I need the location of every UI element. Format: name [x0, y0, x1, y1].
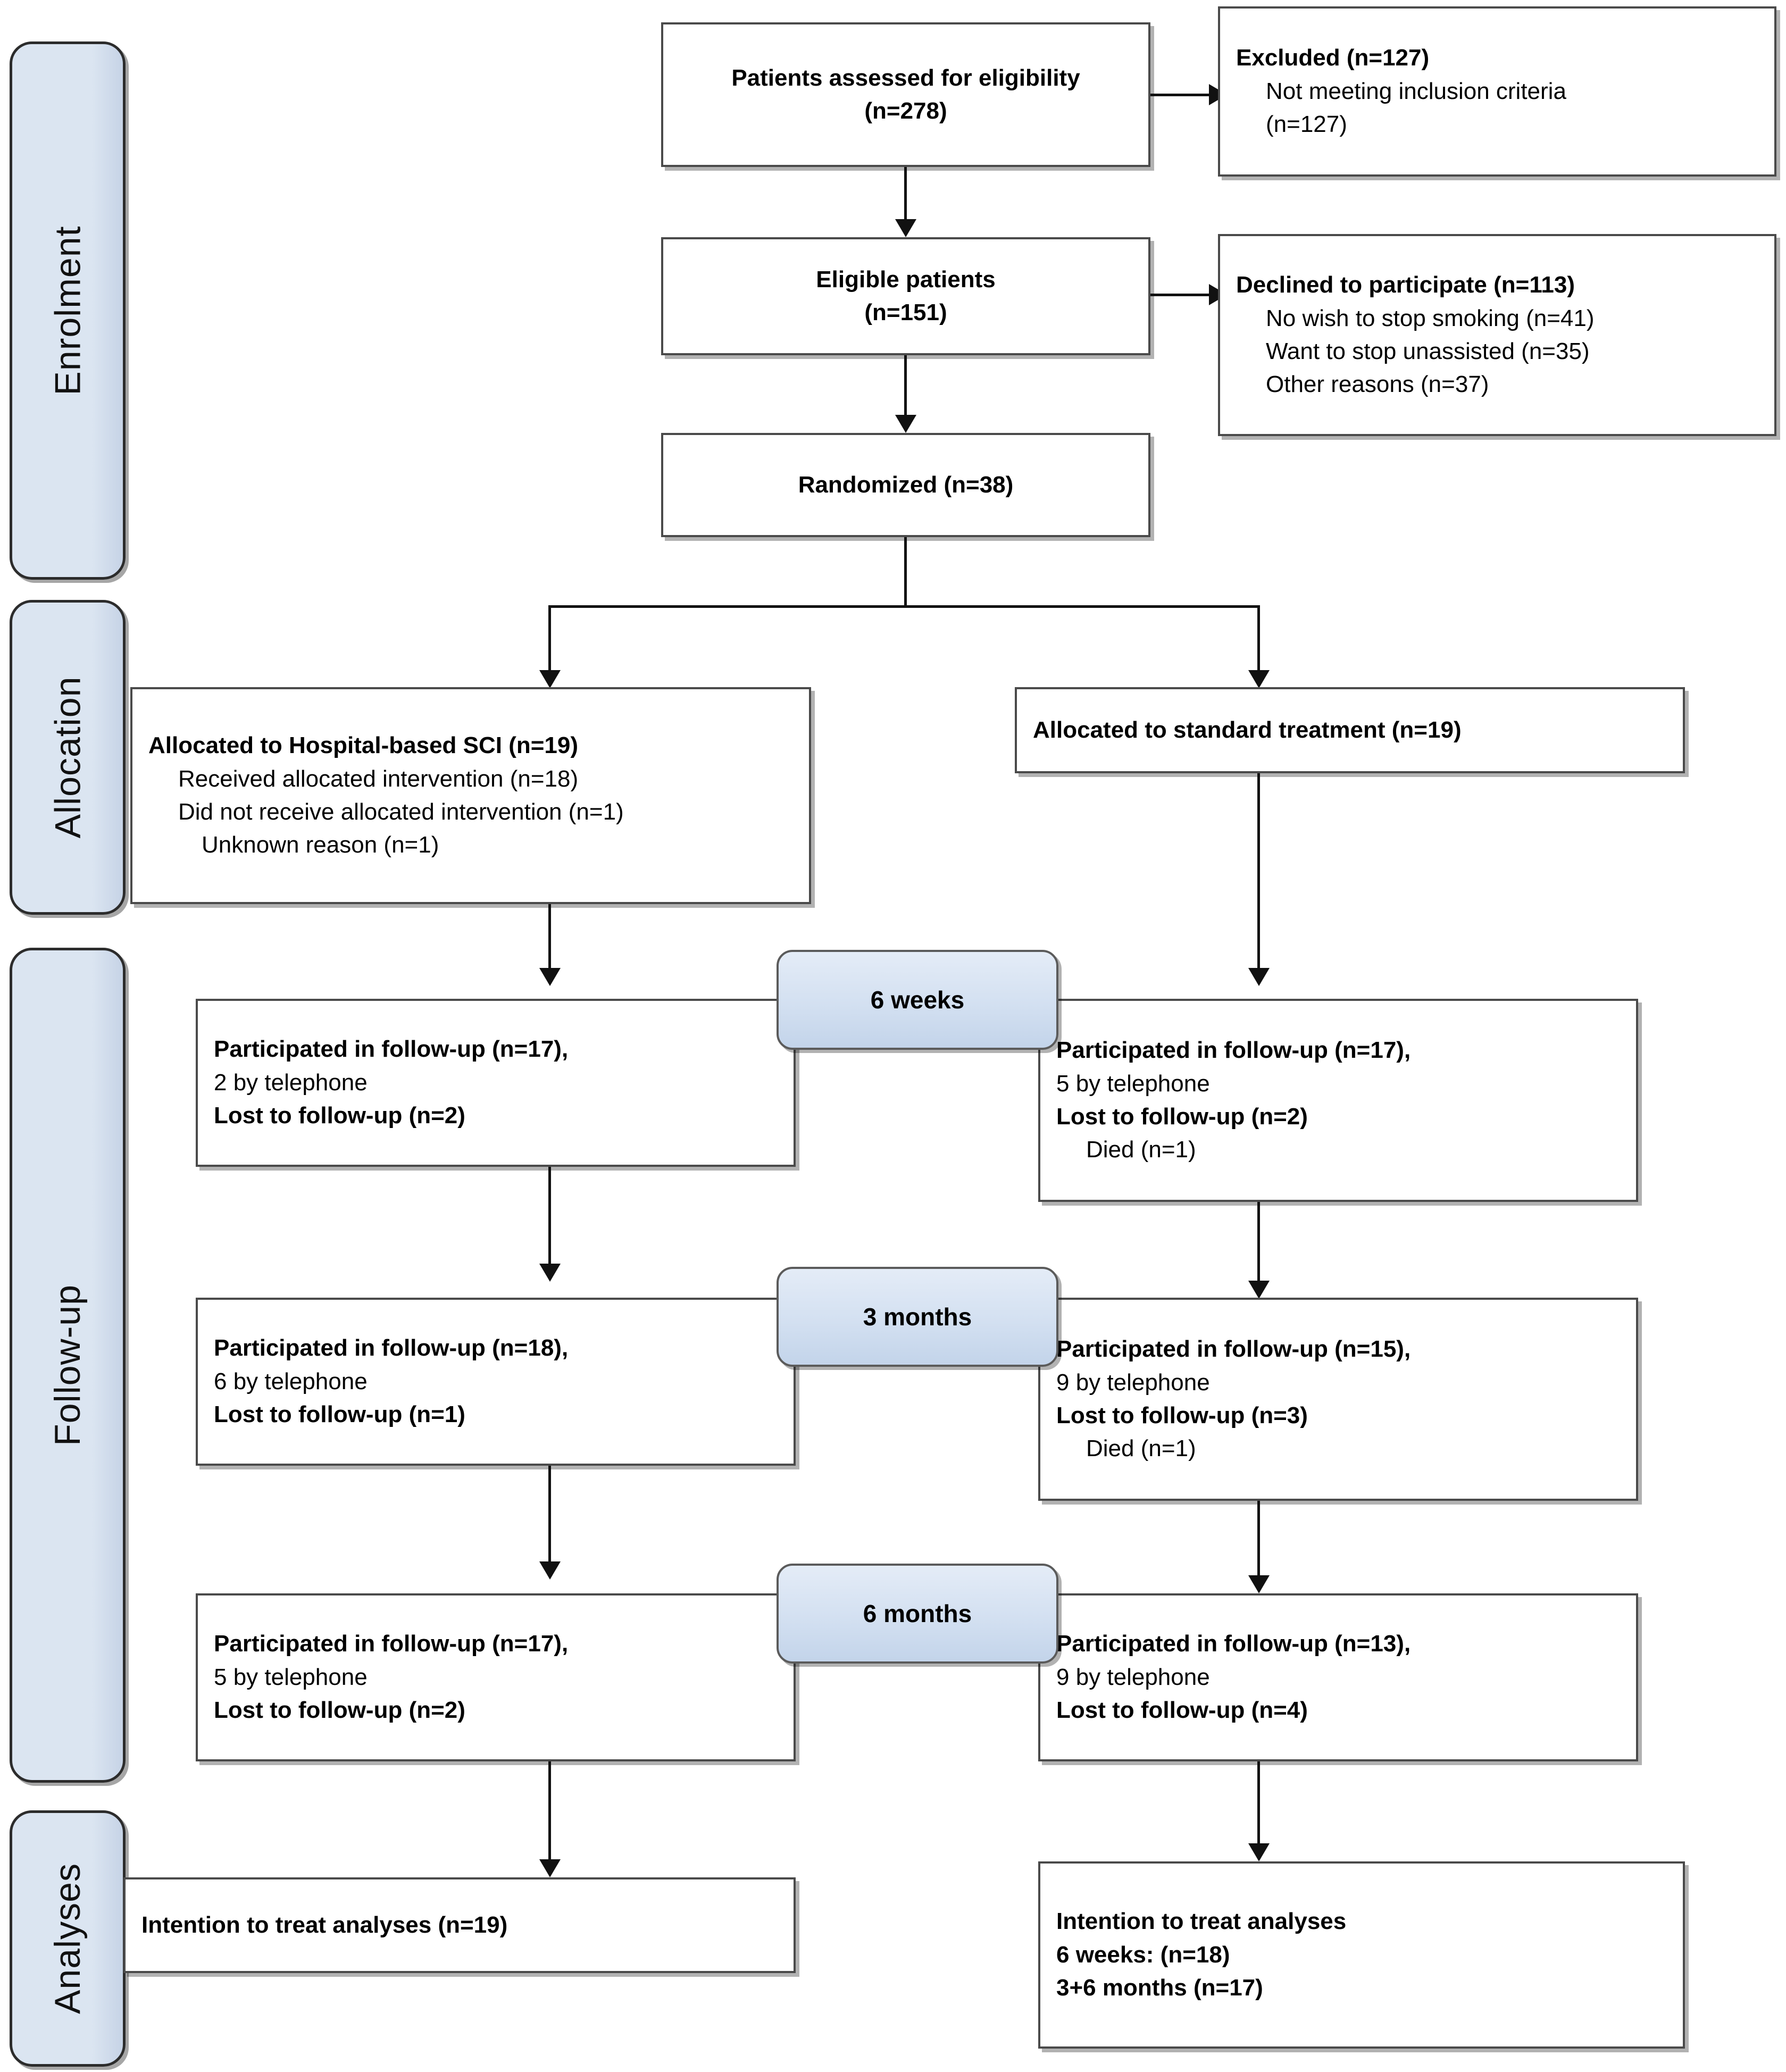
stage-label-analyses-text: Analyses — [47, 1863, 88, 2014]
m6-right-line2: 9 by telephone — [1056, 1664, 1210, 1690]
analyses-right-line3: 3+6 months (n=17) — [1056, 1975, 1263, 2001]
arrowhead-m6-right-to-analyses — [1248, 1843, 1270, 1861]
arrowhead-split-right — [1248, 670, 1270, 688]
connector-m3-right-to-m6 — [1257, 1501, 1260, 1585]
eligible-line2: (n=151) — [864, 299, 947, 325]
connector-m6-right-to-analyses — [1257, 1761, 1260, 1847]
timepoint-3-months-label: 3 months — [863, 1303, 972, 1331]
box-followup-6weeks-standard: Participated in follow-up (n=17), 5 by t… — [1038, 999, 1638, 1202]
m3-right-line1: Participated in follow-up (n=15), — [1056, 1336, 1411, 1363]
box-followup-6months-intervention: Participated in follow-up (n=17), 5 by t… — [196, 1593, 796, 1761]
arrowhead-m3-left-to-m6 — [539, 1561, 561, 1580]
arrowhead-w6-left-to-m3 — [539, 1264, 561, 1282]
stage-label-followup: Follow-up — [10, 948, 126, 1783]
connector-w6-right-to-m3 — [1257, 1202, 1260, 1291]
declined-line2: No wish to stop smoking (n=41) — [1266, 305, 1595, 331]
box-followup-6months-standard: Participated in follow-up (n=13), 9 by t… — [1038, 1593, 1638, 1761]
m3-right-line3: Lost to follow-up (n=3) — [1056, 1402, 1308, 1428]
timepoint-badge-6-weeks: 6 weeks — [777, 950, 1058, 1050]
w6-left-line3: Lost to follow-up (n=2) — [214, 1102, 465, 1129]
box-analyses-intervention: Intention to treat analyses (n=19) — [123, 1877, 796, 1973]
stage-label-followup-text: Follow-up — [47, 1284, 88, 1446]
allocation-left-line1: Allocated to Hospital-based SCI (n=19) — [148, 732, 579, 759]
box-analyses-standard: Intention to treat analyses 6 weeks: (n=… — [1038, 1861, 1685, 2049]
excluded-line1: Excluded (n=127) — [1236, 45, 1430, 71]
connector-split-left — [548, 605, 551, 673]
m3-right-line4: Died (n=1) — [1086, 1435, 1196, 1462]
connector-split-right — [1257, 605, 1260, 673]
stage-label-allocation: Allocation — [10, 600, 126, 915]
box-excluded: Excluded (n=127) Not meeting inclusion c… — [1218, 6, 1776, 177]
box-eligible-patients: Eligible patients (n=151) — [661, 237, 1150, 355]
arrowhead-split-left — [539, 670, 561, 688]
timepoint-badge-6-months: 6 months — [777, 1564, 1058, 1664]
connector-eligible-to-declined — [1150, 294, 1209, 296]
assessed-line2: (n=278) — [864, 98, 947, 124]
w6-right-line2: 5 by telephone — [1056, 1070, 1210, 1097]
arrowhead-m3-right-to-m6 — [1248, 1575, 1270, 1593]
allocation-left-line4: Unknown reason (n=1) — [202, 832, 439, 858]
m3-left-line1: Participated in follow-up (n=18), — [214, 1335, 569, 1361]
connector-randomized-down — [904, 537, 907, 606]
analyses-right-line2: 6 weeks: (n=18) — [1056, 1941, 1230, 1968]
m3-left-line3: Lost to follow-up (n=1) — [214, 1401, 465, 1428]
randomized-line1: Randomized (n=38) — [798, 471, 1014, 498]
connector-alloc-right-to-w6 — [1257, 773, 1260, 971]
w6-left-line1: Participated in follow-up (n=17), — [214, 1036, 569, 1063]
arrowhead-alloc-left-to-w6 — [539, 968, 561, 986]
stage-label-enrolment: Enrolment — [10, 41, 126, 580]
excluded-line3: (n=127) — [1266, 111, 1347, 138]
box-allocation-standard: Allocated to standard treatment (n=19) — [1015, 687, 1685, 773]
timepoint-6-months-label: 6 months — [863, 1600, 972, 1627]
w6-right-line3: Lost to follow-up (n=2) — [1056, 1104, 1308, 1130]
connector-m3-left-to-m6 — [548, 1466, 551, 1565]
box-followup-3months-intervention: Participated in follow-up (n=18), 6 by t… — [196, 1298, 796, 1466]
m6-right-line3: Lost to follow-up (n=4) — [1056, 1697, 1308, 1724]
stage-label-allocation-text: Allocation — [47, 676, 88, 839]
assessed-line1: Patients assessed for eligibility — [731, 64, 1080, 91]
box-followup-6weeks-intervention: Participated in follow-up (n=17), 2 by t… — [196, 999, 796, 1167]
allocation-right-line1: Allocated to standard treatment (n=19) — [1033, 716, 1462, 743]
arrowhead-assessed-to-eligible — [895, 219, 916, 237]
connector-assessed-to-eligible — [904, 167, 907, 222]
stage-label-enrolment-text: Enrolment — [47, 225, 88, 396]
stage-label-analyses: Analyses — [10, 1810, 126, 2067]
w6-right-line1: Participated in follow-up (n=17), — [1056, 1037, 1411, 1064]
m3-right-line2: 9 by telephone — [1056, 1369, 1210, 1396]
timepoint-6-weeks-label: 6 weeks — [870, 986, 965, 1014]
excluded-line2: Not meeting inclusion criteria — [1266, 78, 1566, 104]
m6-left-line2: 5 by telephone — [214, 1664, 368, 1690]
w6-left-line2: 2 by telephone — [214, 1069, 368, 1096]
box-assessed-for-eligibility: Patients assessed for eligibility (n=278… — [661, 22, 1150, 167]
declined-line1: Declined to participate (n=113) — [1236, 272, 1575, 298]
connector-randomized-split — [548, 605, 1260, 608]
box-allocation-intervention: Allocated to Hospital-based SCI (n=19) R… — [130, 687, 811, 904]
declined-line3: Want to stop unassisted (n=35) — [1266, 338, 1590, 364]
connector-m6-left-to-analyses — [548, 1761, 551, 1862]
connector-w6-left-to-m3 — [548, 1167, 551, 1267]
w6-right-line4: Died (n=1) — [1086, 1137, 1196, 1163]
allocation-left-line2: Received allocated intervention (n=18) — [178, 765, 579, 792]
box-declined-to-participate: Declined to participate (n=113) No wish … — [1218, 234, 1776, 436]
connector-eligible-to-randomized — [904, 355, 907, 418]
m3-left-line2: 6 by telephone — [214, 1368, 368, 1394]
connector-alloc-left-to-w6 — [548, 904, 551, 971]
connector-assessed-to-excluded — [1150, 94, 1209, 96]
timepoint-badge-3-months: 3 months — [777, 1267, 1058, 1367]
arrowhead-w6-right-to-m3 — [1248, 1281, 1270, 1299]
analyses-right-line1: Intention to treat analyses — [1056, 1908, 1347, 1935]
allocation-left-line3: Did not receive allocated intervention (… — [178, 799, 624, 825]
m6-left-line3: Lost to follow-up (n=2) — [214, 1697, 465, 1724]
arrowhead-m6-left-to-analyses — [539, 1859, 561, 1877]
m6-right-line1: Participated in follow-up (n=13), — [1056, 1631, 1411, 1657]
box-followup-3months-standard: Participated in follow-up (n=15), 9 by t… — [1038, 1298, 1638, 1501]
declined-line4: Other reasons (n=37) — [1266, 371, 1489, 398]
eligible-line1: Eligible patients — [816, 266, 996, 293]
analyses-left-line1: Intention to treat analyses (n=19) — [141, 1911, 508, 1938]
box-randomized: Randomized (n=38) — [661, 433, 1150, 537]
m6-left-line1: Participated in follow-up (n=17), — [214, 1631, 569, 1657]
arrowhead-alloc-right-to-w6 — [1248, 968, 1270, 986]
arrowhead-eligible-to-randomized — [895, 415, 916, 433]
